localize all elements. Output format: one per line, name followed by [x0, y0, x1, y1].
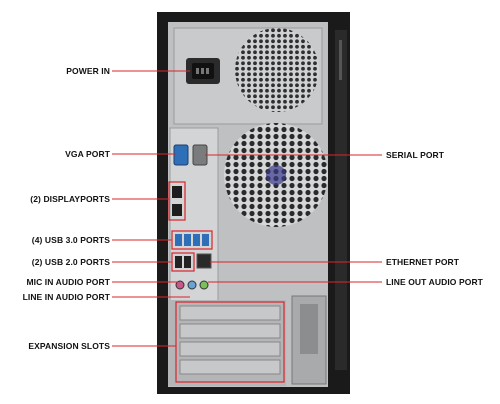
displayports-callout-box — [168, 181, 186, 221]
label-expansion-slots: EXPANSION SLOTS — [28, 341, 110, 351]
label-line-out: LINE OUT AUDIO PORT — [386, 277, 483, 287]
label-displayports: (2) DISPLAYPORTS — [30, 194, 110, 204]
line-out-jack — [199, 280, 209, 290]
displayport-2 — [172, 204, 182, 216]
label-vga-port: VGA PORT — [65, 149, 110, 159]
expansion-slot-4 — [179, 359, 281, 375]
label-usb3-ports: (4) USB 3.0 PORTS — [31, 235, 110, 245]
usb3-port-4 — [202, 234, 209, 246]
line-in-jack — [187, 280, 197, 290]
usb2-port-1 — [175, 256, 182, 268]
usb3-port-2 — [184, 234, 191, 246]
mic-in-jack — [175, 280, 185, 290]
usb3-port-3 — [193, 234, 200, 246]
label-line-in: LINE IN AUDIO PORT — [22, 292, 110, 302]
expansion-slots-callout-box — [175, 301, 285, 383]
label-serial-port: SERIAL PORT — [386, 150, 445, 160]
vga-port — [173, 144, 189, 166]
chassis-stripe — [339, 40, 342, 80]
ethernet-port — [196, 253, 212, 269]
label-usb2-ports: (2) USB 2.0 PORTS — [31, 257, 110, 267]
expansion-slot-1 — [179, 305, 281, 321]
usb2-port-2 — [184, 256, 191, 268]
expansion-slot-2 — [179, 323, 281, 339]
psu-fan-grille — [235, 28, 319, 112]
label-power-in: POWER IN — [66, 66, 110, 76]
displayport-1 — [172, 186, 182, 198]
callout-lines — [112, 70, 382, 347]
label-ethernet-port: ETHERNET PORT — [386, 257, 460, 267]
fan-hub — [266, 165, 286, 185]
serial-port — [192, 144, 208, 166]
usb3-port-1 — [175, 234, 182, 246]
label-mic-in: MIC IN AUDIO PORT — [26, 277, 110, 287]
side-panel-edge — [335, 30, 347, 370]
expansion-slot-3 — [179, 341, 281, 357]
